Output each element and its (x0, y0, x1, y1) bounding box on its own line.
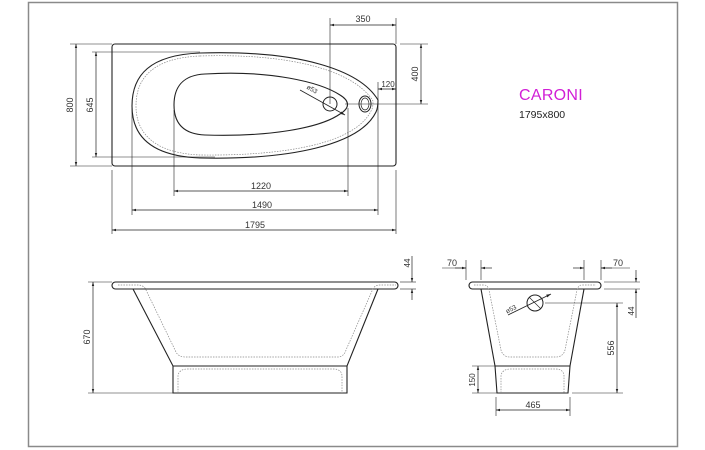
outer-basin-dotted (135, 55, 374, 156)
dim-350-label: 350 (355, 14, 370, 24)
dim-1795-label: 1795 (245, 220, 265, 230)
dim-1490-label: 1490 (252, 200, 272, 210)
outer-rim (111, 43, 397, 167)
side-inner-dotted (118, 284, 396, 358)
product-size: 1795x800 (519, 109, 566, 121)
top-view (70, 18, 428, 234)
end-drain-hole (526, 294, 544, 312)
outer-basin-outline (131, 52, 379, 159)
dim-70-right-label: 70 (613, 258, 623, 268)
dim-800-label: 800 (65, 97, 75, 112)
dim-120-label: 120 (381, 80, 395, 89)
end-rim (468, 281, 602, 290)
product-name: CARONI (519, 87, 584, 104)
dim-645-label: 645 (85, 97, 95, 112)
end-inner-dotted (474, 284, 596, 358)
end-drain-diameter-label: ø53 (505, 304, 519, 316)
dim-670-label: 670 (82, 329, 92, 344)
side-view (88, 256, 416, 394)
side-rim (111, 281, 399, 290)
end-view (442, 260, 640, 416)
side-body (132, 288, 379, 367)
dim-44-side-label: 44 (403, 258, 412, 267)
dim-465-label: 465 (525, 400, 540, 410)
drain-diameter-label: ø53 (305, 84, 319, 96)
dim-556-label: 556 (606, 340, 616, 355)
dim-70-left-label: 70 (447, 258, 457, 268)
end-body (480, 288, 585, 367)
inner-basin-outline (173, 72, 349, 136)
dim-150-label: 150 (468, 373, 477, 387)
dim-400-label: 400 (410, 66, 420, 81)
dim-44-end-label: 44 (627, 306, 636, 315)
drawing-frame (27, 1, 679, 448)
dim-1220-label: 1220 (251, 181, 271, 191)
